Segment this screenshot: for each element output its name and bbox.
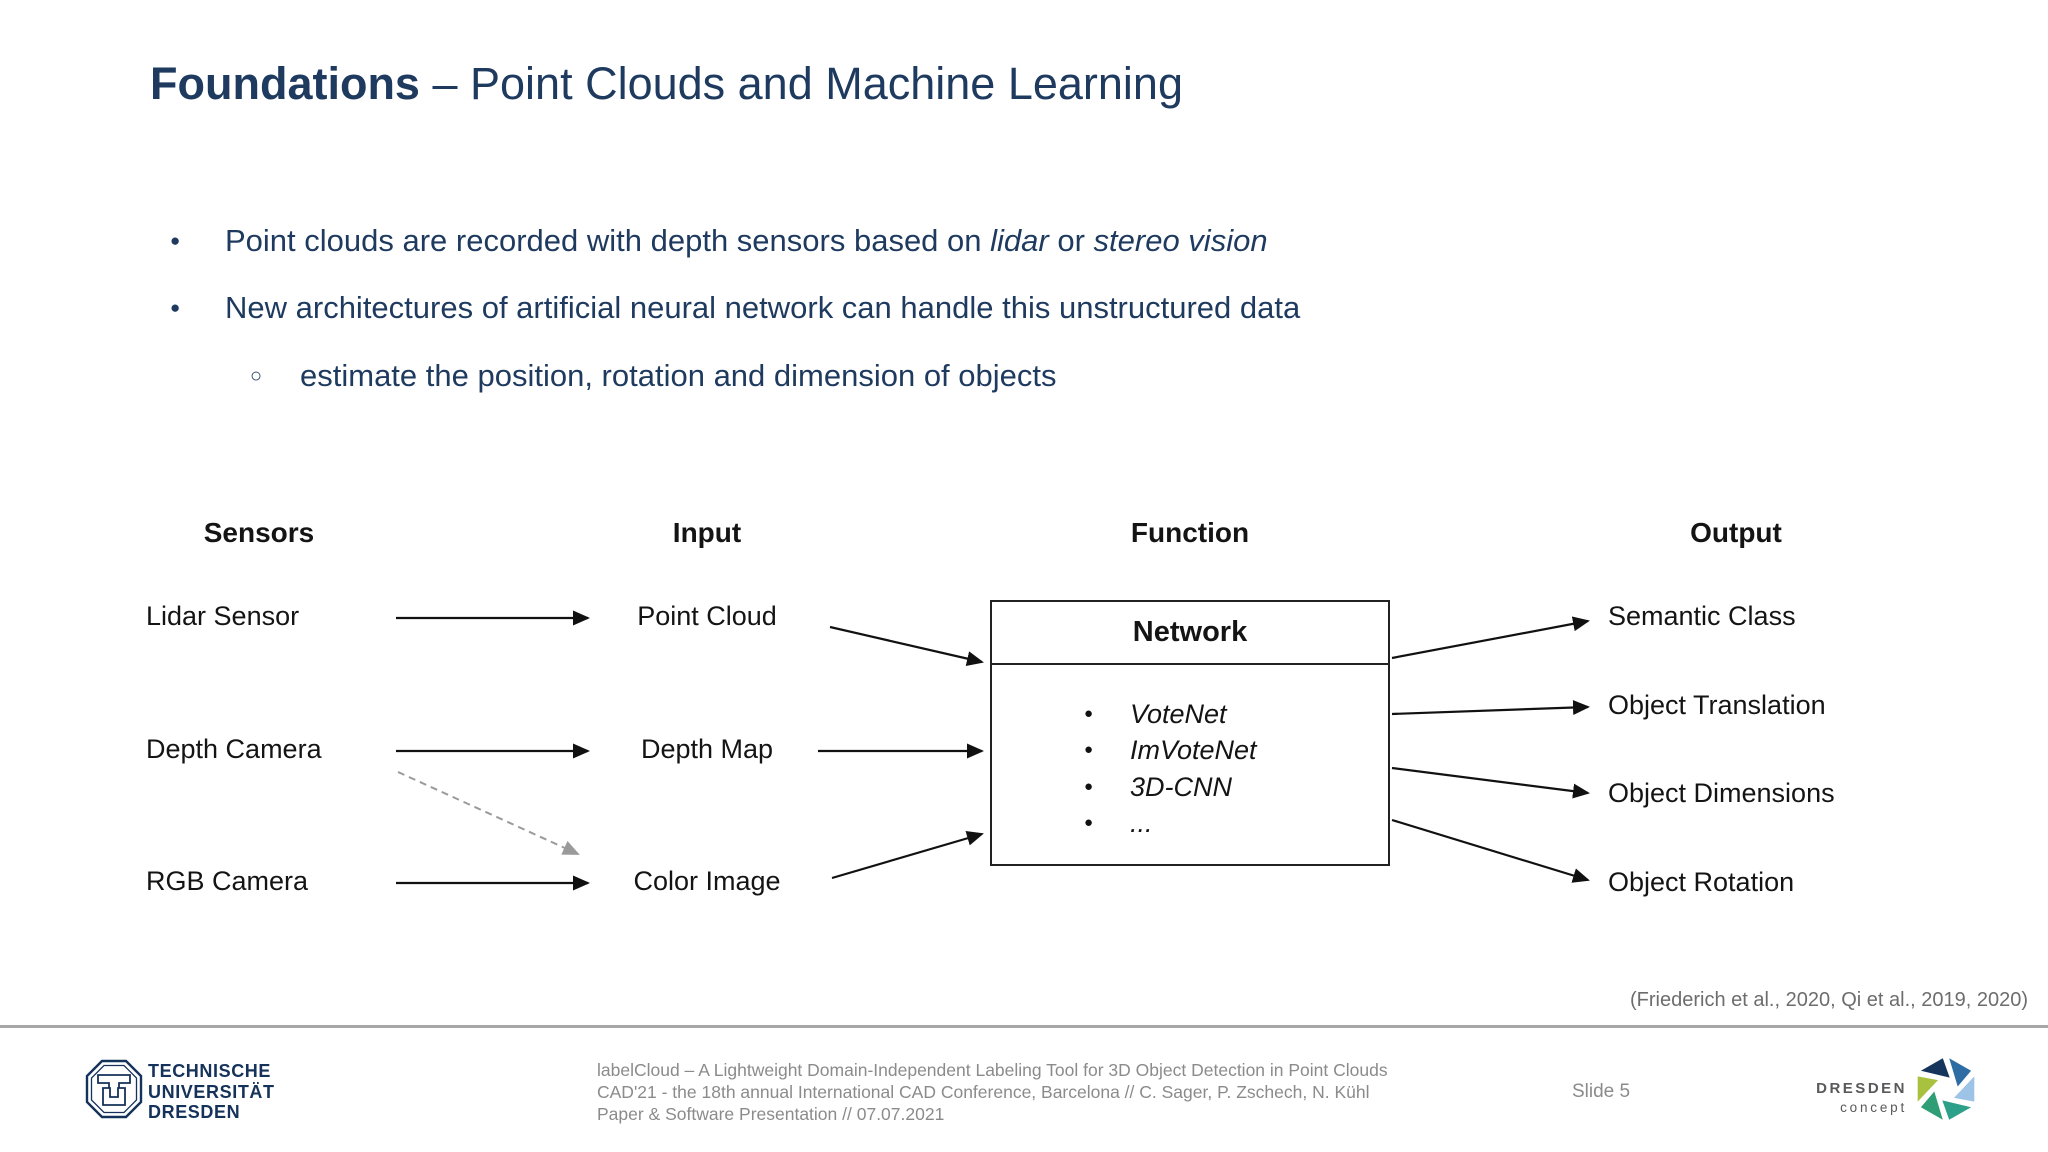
arrow-network-to-dimensions	[1391, 766, 1590, 799]
input-label-depth-map: Depth Map	[640, 734, 774, 764]
dresden-concept-pinwheel-icon	[1917, 1058, 1975, 1120]
arrow-network-to-semanticclass	[1391, 616, 1590, 660]
page-title-bold: Foundations	[150, 58, 420, 109]
footer-divider	[0, 1025, 2048, 1028]
network-box: Network ● VoteNet ● ImVoteNet ● 3D-CNN ●…	[990, 600, 1390, 866]
network-item-bullet: ●	[1084, 741, 1094, 758]
footer-presentation-info: labelCloud – A Lightweight Domain-Indepe…	[597, 1059, 1388, 1125]
output-label-object-translation: Object Translation	[1608, 690, 1826, 720]
tu-dresden-logo-text: TECHNISCHE UNIVERSITÄT DRESDEN	[148, 1061, 275, 1123]
network-item-label: ...	[1130, 808, 1153, 838]
bullet-dot: ●	[170, 298, 181, 317]
tu-dresden-logo-icon	[85, 1059, 143, 1119]
arrow-colorimage-to-network	[831, 831, 984, 880]
network-item-bullet: ●	[1084, 705, 1094, 722]
bullet-item-sub: ○ estimate the position, rotation and di…	[250, 356, 1057, 396]
dresden-concept-logo-text: DRESDEN concept	[1760, 1080, 1907, 1115]
bullet-1-italic-stereo: stereo vision	[1093, 223, 1268, 258]
diagram-header-function: Function	[1130, 517, 1250, 548]
network-item-label: VoteNet	[1130, 699, 1227, 729]
sensor-label-rgb-camera: RGB Camera	[146, 866, 309, 896]
arrow-network-to-rotation	[1391, 818, 1590, 883]
page-title: Foundations – Point Clouds and Machine L…	[150, 58, 1183, 110]
tu-text-line3: DRESDEN	[148, 1102, 241, 1122]
network-item-bullet: ●	[1084, 778, 1094, 795]
bullet-item-2: ● New architectures of artificial neural…	[170, 288, 1300, 328]
network-item-3dcnn: ● 3D-CNN	[992, 769, 1388, 805]
diagram-header-input: Input	[672, 517, 742, 548]
network-item-label: 3D-CNN	[1130, 772, 1233, 802]
bullet-item-1: ● Point clouds are recorded with depth s…	[170, 221, 1268, 261]
citation: (Friederich et al., 2020, Qi et al., 201…	[1630, 989, 2028, 1011]
network-item-label: ImVoteNet	[1130, 735, 1257, 765]
network-item-ellipsis: ● ...	[992, 805, 1388, 841]
tu-text-line2: UNIVERSITÄT	[148, 1081, 275, 1102]
diagram-header-output: Output	[1690, 517, 1782, 548]
dresden-concept-top: DRESDEN	[1816, 1080, 1907, 1097]
bullet-1-pre: Point clouds are recorded with depth sen…	[225, 223, 991, 258]
diagram-header-sensors: Sensors	[203, 517, 315, 548]
arrow-dashed-depthcam-to-colorimage	[397, 771, 580, 855]
sub-bullet-dot: ○	[250, 365, 263, 387]
page-title-rest: – Point Clouds and Machine Learning	[419, 58, 1183, 109]
bullet-1-mid: or	[1048, 223, 1094, 258]
dresden-concept-bottom: concept	[1840, 1100, 1907, 1115]
footer-line2: CAD'21 - the 18th annual International C…	[597, 1082, 1370, 1102]
sensor-label-lidar: Lidar Sensor	[146, 601, 300, 631]
bullet-text-2: New architectures of artificial neural n…	[225, 290, 1301, 325]
bullet-1-italic-lidar: lidar	[990, 223, 1049, 258]
bullet-text-sub: estimate the position, rotation and dime…	[300, 358, 1057, 393]
output-label-semantic-class: Semantic Class	[1608, 601, 1796, 631]
network-item-imvotenet: ● ImVoteNet	[992, 732, 1388, 768]
footer-line3: Paper & Software Presentation // 07.07.2…	[597, 1104, 945, 1124]
arrow-pointcloud-to-network	[829, 625, 984, 666]
arrow-network-to-translation	[1391, 700, 1590, 716]
slide-number: Slide 5	[1572, 1081, 1631, 1102]
network-item-bullet: ●	[1084, 814, 1094, 831]
output-label-object-rotation: Object Rotation	[1608, 867, 1795, 897]
input-label-point-cloud: Point Cloud	[637, 601, 777, 631]
footer-line1: labelCloud – A Lightweight Domain-Indepe…	[597, 1060, 1388, 1080]
output-label-object-dimensions: Object Dimensions	[1608, 778, 1835, 808]
input-label-color-image: Color Image	[633, 866, 781, 896]
sensor-label-depth-camera: Depth Camera	[146, 734, 322, 764]
network-box-title: Network	[992, 602, 1388, 665]
network-item-votenet: ● VoteNet	[992, 696, 1388, 732]
bullet-dot: ●	[170, 231, 181, 250]
bullet-text-1: Point clouds are recorded with depth sen…	[225, 221, 1268, 261]
tu-text-line1: TECHNISCHE	[148, 1061, 272, 1081]
